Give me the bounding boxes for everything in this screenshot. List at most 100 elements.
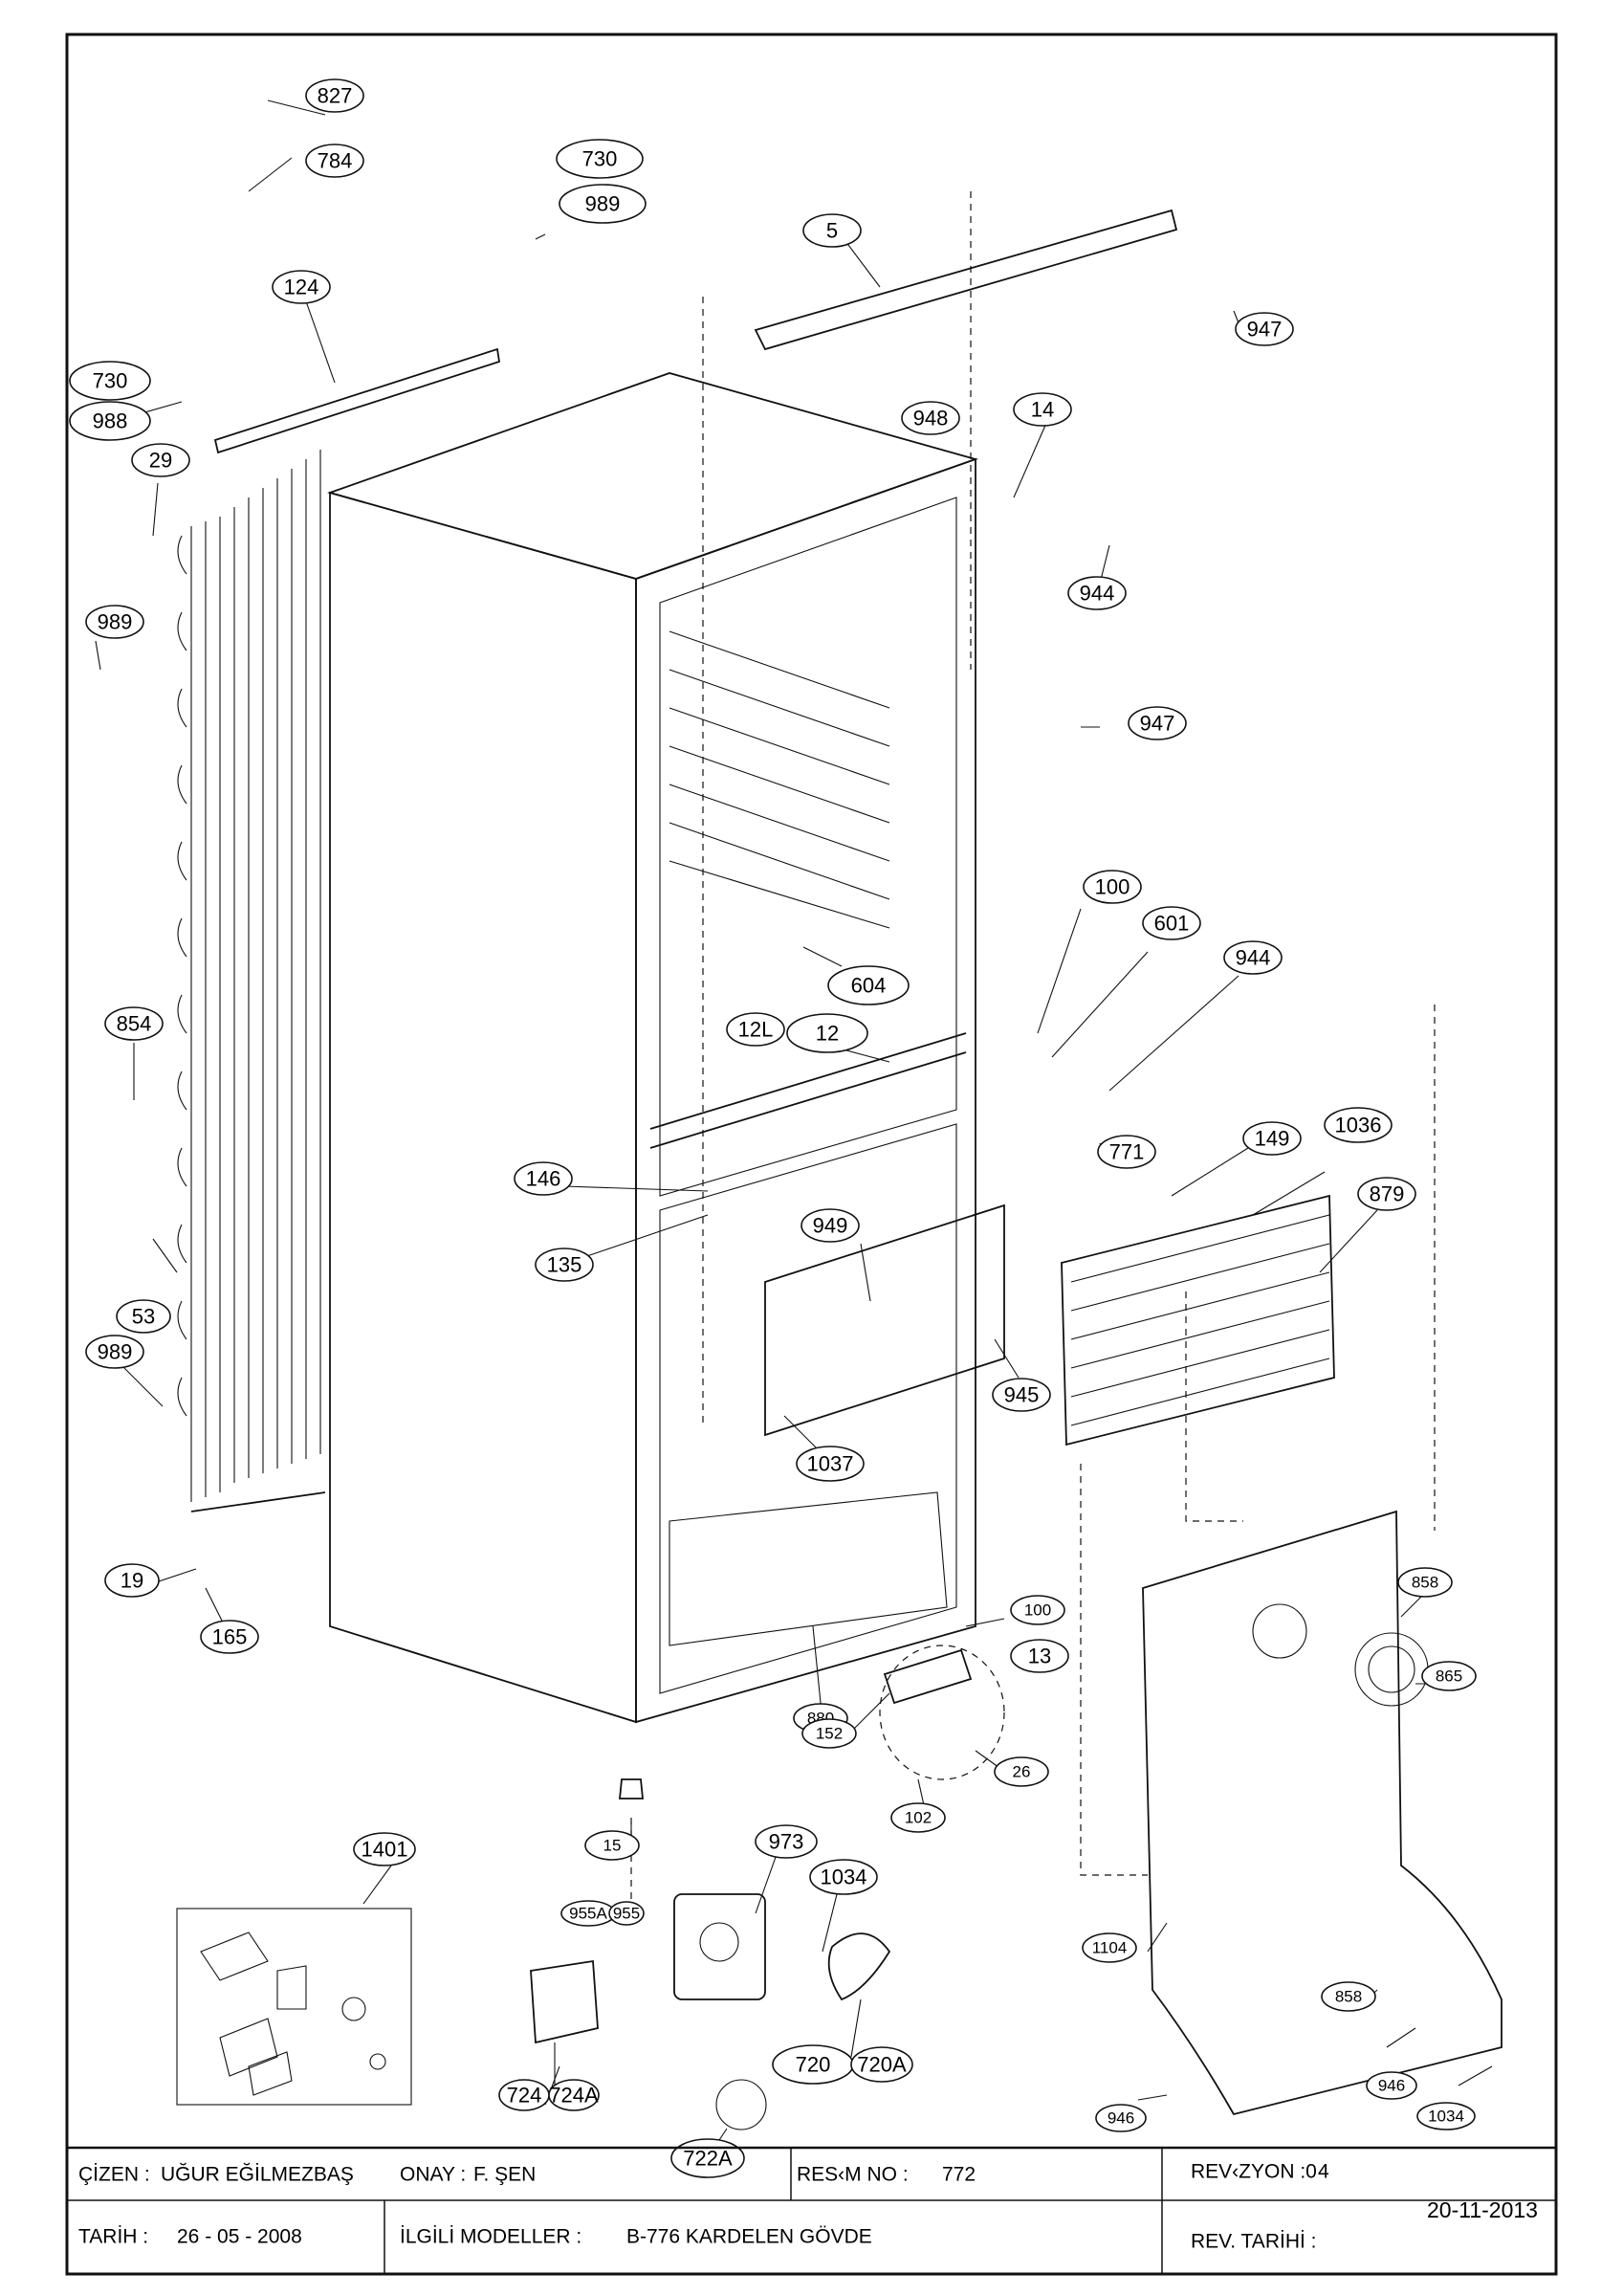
callout-124: 124 bbox=[272, 270, 331, 304]
callout-label: 973 bbox=[769, 1830, 804, 1854]
callout-label: 1036 bbox=[1335, 1114, 1382, 1137]
callout-949: 949 bbox=[801, 1208, 860, 1243]
callout-601: 601 bbox=[1142, 906, 1201, 940]
callout-53: 53 bbox=[116, 1299, 171, 1334]
callout-label: 1037 bbox=[807, 1452, 854, 1476]
callout-label: 730 bbox=[93, 369, 128, 393]
callout-948: 948 bbox=[901, 401, 960, 435]
title-block: ÇİZEN : UĞUR EĞİLMEZBAŞ ONAY : F. ŞEN RE… bbox=[67, 2146, 1556, 2274]
callout-label: 14 bbox=[1031, 398, 1054, 422]
callout-label: 165 bbox=[212, 1625, 248, 1649]
callout-944: 944 bbox=[1067, 576, 1127, 610]
rev-date-value: 20-11-2013 bbox=[1427, 2197, 1538, 2222]
callout-label: 149 bbox=[1255, 1127, 1290, 1151]
callout-label: 730 bbox=[582, 147, 618, 171]
callout-1401: 1401 bbox=[353, 1832, 416, 1866]
fan-assembly-973 bbox=[530, 1893, 891, 2130]
callout-973: 973 bbox=[755, 1824, 818, 1859]
callout-989c: 989 bbox=[85, 1335, 144, 1369]
callout-label: 949 bbox=[813, 1214, 848, 1238]
models-value: B-776 KARDELEN GÖVDE bbox=[626, 2226, 872, 2248]
callout-label: 784 bbox=[318, 149, 353, 173]
callout-label: 947 bbox=[1247, 318, 1283, 342]
callout-827: 827 bbox=[305, 78, 364, 113]
callout-label: 827 bbox=[318, 84, 353, 108]
approved-label: ONAY : bbox=[400, 2164, 466, 2186]
front-cover-1037 bbox=[764, 1203, 1005, 1437]
callout-1034b: 1034 bbox=[1416, 2102, 1476, 2130]
callout-label: 146 bbox=[526, 1167, 561, 1191]
callout-1036: 1036 bbox=[1324, 1107, 1393, 1143]
callout-771: 771 bbox=[1097, 1135, 1156, 1169]
condenser-grid bbox=[177, 450, 326, 1512]
evaporator-879 bbox=[1061, 1194, 1335, 1446]
callout-label: 989 bbox=[98, 1340, 133, 1364]
callout-989b: 989 bbox=[85, 605, 144, 639]
callout-5: 5 bbox=[802, 213, 862, 248]
callout-135: 135 bbox=[535, 1247, 594, 1282]
callout-1037: 1037 bbox=[796, 1446, 865, 1482]
drawing-border bbox=[65, 33, 1558, 2276]
drawing-no-label: RES‹M NO : bbox=[797, 2164, 909, 2186]
callout-label: 879 bbox=[1370, 1182, 1405, 1206]
callout-1034: 1034 bbox=[809, 1859, 878, 1895]
callout-label: 947 bbox=[1140, 712, 1175, 736]
callout-720: 720 bbox=[772, 2044, 854, 2085]
callout-label: 26 bbox=[1013, 1763, 1031, 1781]
callout-945: 945 bbox=[992, 1378, 1051, 1412]
callout-label: 724A bbox=[549, 2084, 599, 2108]
callout-989: 989 bbox=[559, 184, 647, 224]
revision-label: REV‹ZYON :0 bbox=[1191, 2161, 1317, 2183]
callout-label: 13 bbox=[1028, 1645, 1051, 1668]
callout-label: 135 bbox=[547, 1253, 582, 1277]
callout-label: 946 bbox=[1108, 2109, 1134, 2128]
callout-label: 100 bbox=[1095, 875, 1130, 899]
callout-label: 858 bbox=[1335, 1988, 1362, 2006]
callout-label: 858 bbox=[1412, 1574, 1438, 1592]
callout-955: 955 bbox=[608, 1901, 645, 1926]
hinge-assembly-13 bbox=[879, 1645, 1005, 1780]
models-label: İLGİLİ MODELLER : bbox=[400, 2226, 581, 2248]
callout-label: 945 bbox=[1004, 1383, 1040, 1407]
callout-label: 720A bbox=[857, 2053, 907, 2077]
approved-value: F. ŞEN bbox=[473, 2164, 536, 2186]
callout-947b: 947 bbox=[1128, 706, 1187, 740]
callout-label: 1034 bbox=[1428, 2108, 1464, 2126]
callout-955A: 955A bbox=[560, 1900, 616, 1927]
callout-879: 879 bbox=[1357, 1177, 1416, 1211]
cabinet-body bbox=[327, 372, 978, 1724]
callout-12: 12 bbox=[786, 1013, 868, 1053]
callout-label: 944 bbox=[1080, 582, 1115, 606]
callout-label: 944 bbox=[1236, 946, 1271, 970]
callout-label: 1401 bbox=[362, 1838, 408, 1862]
accessory-kit-1401 bbox=[176, 1908, 412, 2106]
callout-label: 53 bbox=[132, 1305, 155, 1329]
callout-604: 604 bbox=[827, 965, 910, 1005]
callout-946: 946 bbox=[1366, 2071, 1417, 2100]
callout-29: 29 bbox=[131, 443, 190, 477]
callout-858b: 858 bbox=[1321, 1981, 1376, 2012]
callout-988: 988 bbox=[69, 401, 151, 441]
callout-724: 724 bbox=[498, 2079, 550, 2111]
date-value: 26 - 05 - 2008 bbox=[177, 2226, 302, 2248]
callout-label: 12 bbox=[816, 1022, 839, 1046]
callout-label: 955 bbox=[613, 1905, 640, 1923]
callout-label: 854 bbox=[117, 1012, 152, 1036]
callout-label: 102 bbox=[905, 1809, 932, 1827]
rev-date-label: REV. TARİHİ : bbox=[1191, 2231, 1317, 2253]
callout-865: 865 bbox=[1421, 1661, 1477, 1691]
callout-858: 858 bbox=[1397, 1567, 1453, 1598]
callout-26: 26 bbox=[994, 1756, 1049, 1787]
callout-label: 5 bbox=[826, 219, 838, 243]
callout-label: 948 bbox=[913, 407, 949, 430]
callout-label: 152 bbox=[816, 1725, 843, 1743]
callout-label: 1034 bbox=[821, 1866, 867, 1889]
callout-label: 19 bbox=[121, 1569, 143, 1593]
callout-label: 15 bbox=[603, 1837, 622, 1855]
callout-15: 15 bbox=[584, 1830, 640, 1861]
callout-854: 854 bbox=[104, 1006, 164, 1041]
callout-label: 724 bbox=[507, 2084, 542, 2108]
callout-165: 165 bbox=[200, 1620, 259, 1654]
callout-100: 100 bbox=[1083, 870, 1142, 904]
